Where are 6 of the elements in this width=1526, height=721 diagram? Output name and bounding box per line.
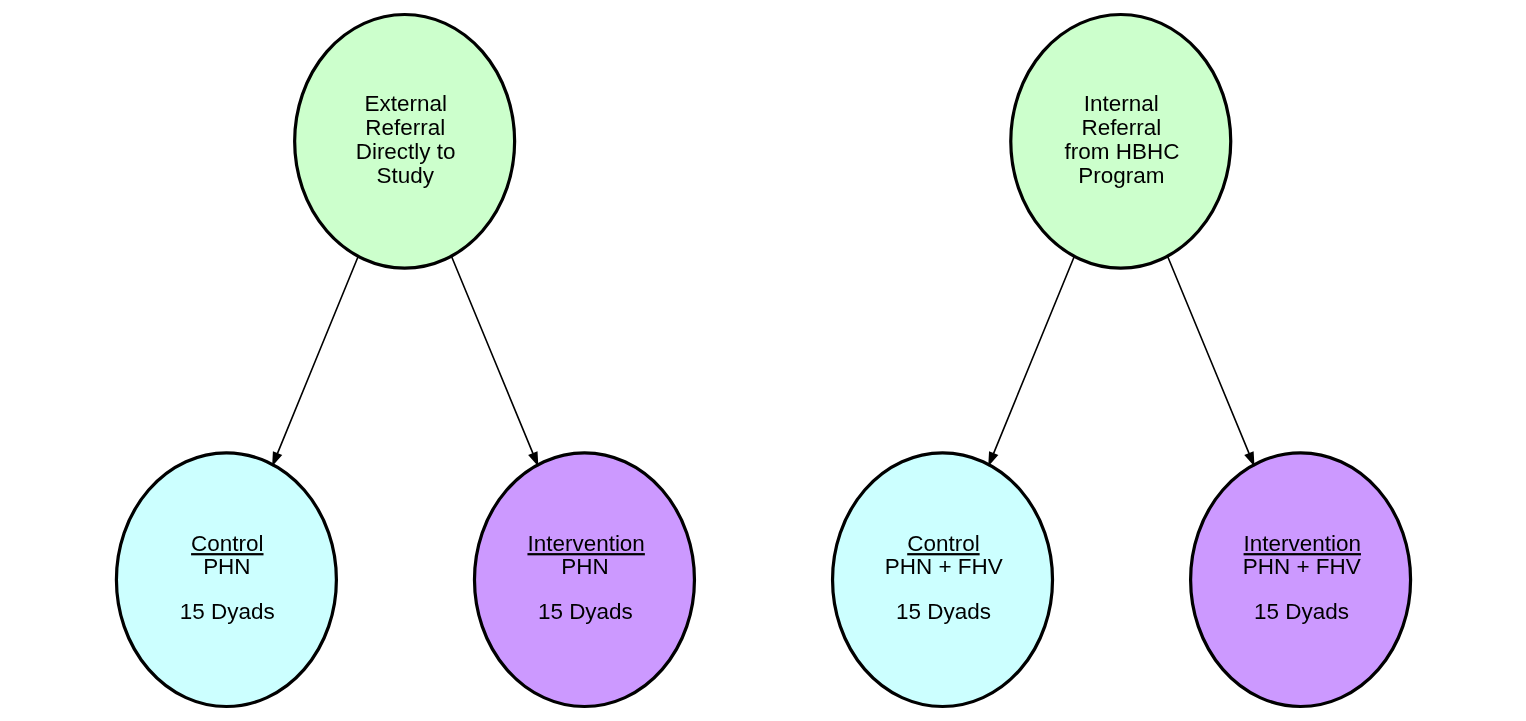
arrow [987,255,1075,467]
node-ellipse: External Referral Directly to Study [292,12,516,270]
arrow [271,255,359,467]
node-ellipse: Internal Referral from HBHC Program [1008,12,1232,270]
arrow [1166,255,1254,467]
arrow [450,255,538,467]
